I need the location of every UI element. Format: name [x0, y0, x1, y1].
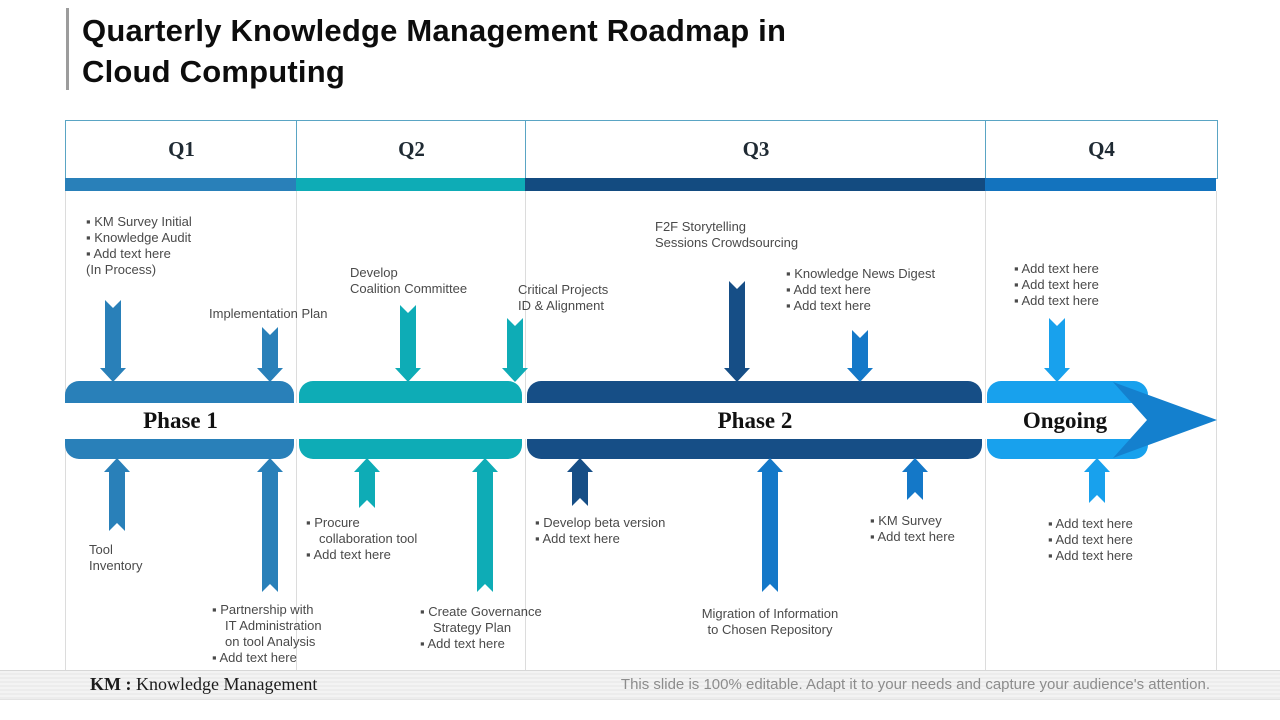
note-line: ▪ Add text here [212, 650, 297, 665]
header-q1: Q1 [65, 120, 298, 179]
partnership-note: ▪ Partnership with IT Administration on … [212, 602, 322, 666]
up-arrow-icon [104, 458, 130, 531]
note-line: ▪ Knowledge Audit [86, 230, 192, 245]
ongoing-label: Ongoing [1022, 408, 1108, 433]
column-divider [1216, 191, 1217, 670]
note-line: Inventory [89, 558, 143, 573]
note-line: Critical Projects [518, 282, 609, 297]
note-line: ▪ Add text here [86, 246, 171, 261]
note-line: ▪ KM Survey Initial [86, 214, 192, 229]
q2-color-bar [296, 178, 525, 191]
q4-top-note: ▪ Add text here ▪ Add text here ▪ Add te… [1014, 261, 1099, 309]
footer-editable-note: This slide is 100% editable. Adapt it to… [620, 676, 1210, 693]
header-q4: Q4 [985, 120, 1218, 179]
note-line: IT Administration [225, 618, 322, 633]
note-line: on tool Analysis [225, 634, 316, 649]
down-arrow-icon [257, 327, 283, 382]
note-line: ▪ Add text here [1048, 516, 1133, 531]
q3-color-bar [525, 178, 985, 191]
critical-projects-note: Critical Projects ID & Alignment [518, 282, 608, 314]
footer-abbreviation: KM : Knowledge Management [90, 674, 317, 695]
note-line: ▪ Partnership with [212, 602, 314, 617]
down-arrow-icon [100, 300, 126, 382]
note-line: ▪ Add text here [786, 298, 871, 313]
km-survey-note: ▪ KM Survey ▪ Add text here [870, 513, 955, 545]
note-line: ▪ KM Survey [870, 513, 942, 528]
q4-bottom-note: ▪ Add text here ▪ Add text here ▪ Add te… [1048, 516, 1133, 564]
develop-coalition-note: Develop Coalition Committee [350, 265, 467, 297]
note-line: collaboration tool [319, 531, 418, 546]
down-arrow-icon [724, 281, 750, 382]
abbreviation-term: KM : [90, 674, 132, 694]
note-line: Tool [89, 542, 113, 557]
title-accent-bar [66, 8, 69, 90]
knowledge-news-note: ▪ Knowledge News Digest ▪ Add text here … [786, 266, 935, 314]
phase1-label: Phase 1 [143, 408, 218, 433]
note-line: Coalition Committee [350, 281, 468, 296]
note-line: ▪ Add text here [1014, 293, 1099, 308]
note-line: ▪ Add text here [1048, 532, 1133, 547]
up-arrow-icon [567, 458, 593, 506]
note-line: F2F Storytelling [655, 219, 747, 234]
note-line: Migration of Information [701, 606, 839, 621]
timeline-label-stripe [63, 403, 1150, 439]
develop-beta-note: ▪ Develop beta version ▪ Add text here [535, 515, 665, 547]
page-title: Quarterly Knowledge Management Roadmap i… [82, 10, 982, 92]
up-arrow-icon [1084, 458, 1110, 503]
note-line: to Chosen Repository [707, 622, 833, 637]
f2f-note: F2F Storytelling Sessions Crowdsourcing [655, 219, 798, 251]
note-line: ▪ Develop beta version [535, 515, 666, 530]
procure-note: ▪ Procure collaboration tool ▪ Add text … [306, 515, 417, 563]
note-line: Strategy Plan [433, 620, 512, 635]
create-governance-note: ▪ Create Governance Strategy Plan ▪ Add … [420, 604, 542, 652]
note-line: ▪ Add text here [786, 282, 871, 297]
note-line: Sessions Crowdsourcing [655, 235, 799, 250]
note-line: ID & Alignment [518, 298, 604, 313]
q1-top-note: ▪ KM Survey Initial ▪ Knowledge Audit ▪ … [86, 214, 192, 278]
note-line: ▪ Knowledge News Digest [786, 266, 936, 281]
note-line: ▪ Add text here [420, 636, 505, 651]
down-arrow-icon [847, 330, 873, 382]
note-line: ▪ Add text here [1014, 261, 1099, 276]
note-line: ▪ Add text here [535, 531, 620, 546]
note-line: Develop [350, 265, 398, 280]
up-arrow-icon [757, 458, 783, 592]
note-line: ▪ Add text here [870, 529, 955, 544]
down-arrow-icon [1044, 318, 1070, 382]
down-arrow-icon [395, 305, 421, 382]
note-line: ▪ Add text here [306, 547, 391, 562]
q4-color-bar [985, 178, 1216, 191]
header-q2: Q2 [296, 120, 527, 179]
up-arrow-icon [354, 458, 380, 508]
footer-band [0, 670, 1280, 700]
note-line: Implementation Plan [209, 306, 328, 321]
phase2-label: Phase 2 [717, 408, 793, 433]
note-line: ▪ Create Governance [420, 604, 542, 619]
migration-note: Migration of Information to Chosen Repos… [685, 606, 855, 638]
up-arrow-icon [472, 458, 498, 592]
up-arrow-icon [257, 458, 283, 592]
implementation-plan-note: Implementation Plan [209, 306, 328, 322]
note-line: ▪ Add text here [1048, 548, 1133, 563]
abbreviation-definition: Knowledge Management [131, 674, 318, 694]
page-title-line1: Quarterly Knowledge Management Roadmap i… [82, 13, 787, 48]
tool-inventory-note: Tool Inventory [89, 542, 142, 574]
up-arrow-icon [902, 458, 928, 500]
timeline-arrowhead-icon [1113, 382, 1217, 458]
q1-color-bar [65, 178, 296, 191]
note-line: ▪ Add text here [1014, 277, 1099, 292]
note-line: ▪ Procure [306, 515, 360, 530]
header-q3: Q3 [525, 120, 987, 179]
note-line: (In Process) [86, 262, 157, 277]
page-title-line2: Cloud Computing [82, 54, 345, 89]
